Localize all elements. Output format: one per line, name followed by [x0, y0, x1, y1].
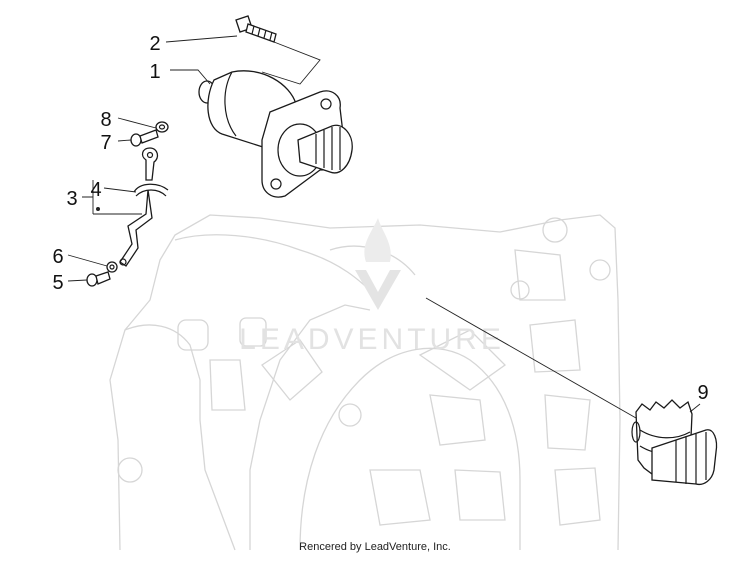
engine-case-outline [109, 214, 621, 551]
screw-part-5 [86, 271, 111, 287]
leader-5 [67, 279, 88, 282]
leader-6 [67, 254, 108, 267]
callout-9: 9 [697, 382, 708, 404]
footer-credit: Rencered by LeadVenture, Inc. [299, 541, 451, 553]
callout-6: 6 [52, 246, 63, 268]
washer-part-8 [155, 121, 169, 133]
starter-gear-part-9 [631, 399, 718, 486]
leader-2 [165, 35, 238, 43]
bolt-part-2 [235, 15, 277, 43]
leader-1b [261, 41, 321, 85]
watermark-text: LEADVENTURE [239, 323, 505, 356]
ground-cable-part-3 [119, 147, 169, 267]
leader-8 [117, 117, 157, 129]
washer-part-6 [106, 261, 118, 273]
leader-4 [103, 187, 137, 193]
leader-lines [67, 35, 701, 413]
callout-4: 4 [90, 179, 101, 201]
leader-7 [117, 139, 132, 142]
screw-part-7 [130, 129, 159, 147]
callout-8: 8 [100, 109, 111, 131]
callout-1: 1 [149, 61, 160, 83]
leader-1 [170, 69, 211, 85]
leader-9 [689, 403, 701, 413]
leader-3 [82, 180, 142, 215]
callout-5: 5 [52, 272, 63, 294]
callout-3: 3 [66, 188, 77, 210]
starter-motor [198, 70, 353, 198]
callout-7: 7 [100, 132, 111, 154]
assembly-axis-line [425, 297, 637, 419]
leader-dot [96, 207, 100, 211]
leadventure-logo-icon [355, 218, 401, 310]
callout-2: 2 [149, 33, 160, 55]
